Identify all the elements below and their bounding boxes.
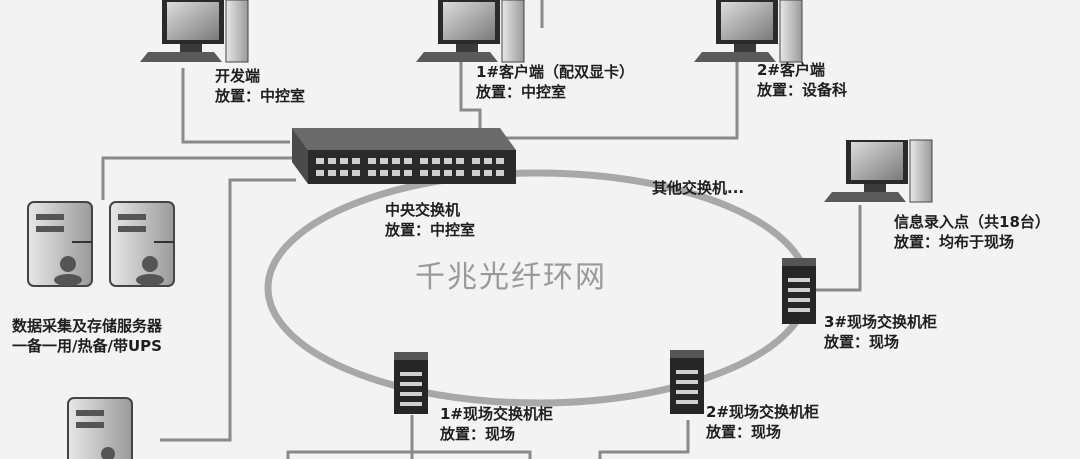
connection-lines: [101, 0, 862, 459]
field-switch-2-label: 2#现场交换机柜 放置：现场: [706, 402, 819, 442]
server-icon-lower: [67, 397, 133, 459]
servers-location: 一备一用/热备/带UPS: [12, 337, 162, 355]
link-lower-server: [160, 178, 296, 442]
dev-client-label: 开发端 放置：中控室: [215, 66, 305, 106]
info-entry-label: 信息录入点（共18台） 放置：均布于现场: [894, 212, 1050, 252]
info-entry-location: 放置：均布于现场: [894, 233, 1015, 251]
server-icon-2: [109, 201, 175, 287]
switch-ports: [316, 158, 504, 176]
link-servers: [101, 156, 296, 200]
link-client-1: [459, 62, 482, 132]
field-switch-3-location: 放置：现场: [824, 333, 900, 351]
other-switches-name: 其他交换机...: [652, 179, 745, 197]
central-switch-location: 放置：中控室: [385, 221, 476, 239]
central-switch-label: 中央交换机 放置：中控室: [385, 200, 475, 240]
field-switch-1-location: 放置：现场: [440, 425, 516, 443]
dev-client-name: 开发端: [215, 67, 261, 85]
link-dev-client: [181, 68, 290, 144]
dev-client-location: 放置：中控室: [215, 87, 306, 105]
field-switch-1-name: 1#现场交换机柜: [440, 405, 554, 423]
field-switch-device-1: [394, 352, 428, 414]
field-switch-3-name: 3#现场交换机柜: [824, 313, 938, 331]
link-field-1-bottom: [286, 450, 532, 459]
field-switch-1-label: 1#现场交换机柜 放置：现场: [440, 404, 553, 444]
field-switch-3-label: 3#现场交换机柜 放置：现场: [824, 312, 937, 352]
field-switch-2-location: 放置：现场: [706, 423, 782, 441]
info-entry-name: 信息录入点（共18台）: [894, 213, 1050, 231]
computer-icon-info-entry: [824, 139, 933, 203]
ring-title: 千兆光纤环网: [415, 260, 607, 295]
client-1-location: 放置：中控室: [476, 83, 567, 101]
computer-icon-dev: [140, 0, 249, 63]
client-2-name: 2#客户端: [757, 61, 826, 79]
client-2-location: 放置：设备科: [757, 81, 848, 99]
field-switch-device-3: [782, 258, 816, 324]
servers-label: 数据采集及存储服务器 一备一用/热备/带UPS: [12, 316, 162, 356]
field-switch-2-name: 2#现场交换机柜: [706, 403, 820, 421]
central-switch-device: [292, 128, 516, 184]
computer-icon-client-2: [694, 0, 803, 63]
link-client-2: [500, 60, 739, 140]
link-info-entry: [812, 205, 862, 292]
link-field-2-down: [598, 420, 690, 459]
servers-name: 数据采集及存储服务器: [12, 317, 163, 335]
computer-icon-client-1: [416, 0, 525, 63]
client-1-label: 1#客户端（配双显卡） 放置：中控室: [476, 62, 634, 102]
client-2-label: 2#客户端 放置：设备科: [757, 60, 847, 100]
other-switches-label: 其他交换机...: [652, 178, 744, 198]
client-1-name: 1#客户端（配双显卡）: [476, 63, 635, 81]
server-icon-1: [27, 201, 93, 287]
field-switch-device-2: [670, 350, 704, 414]
central-switch-name: 中央交换机: [385, 201, 461, 219]
